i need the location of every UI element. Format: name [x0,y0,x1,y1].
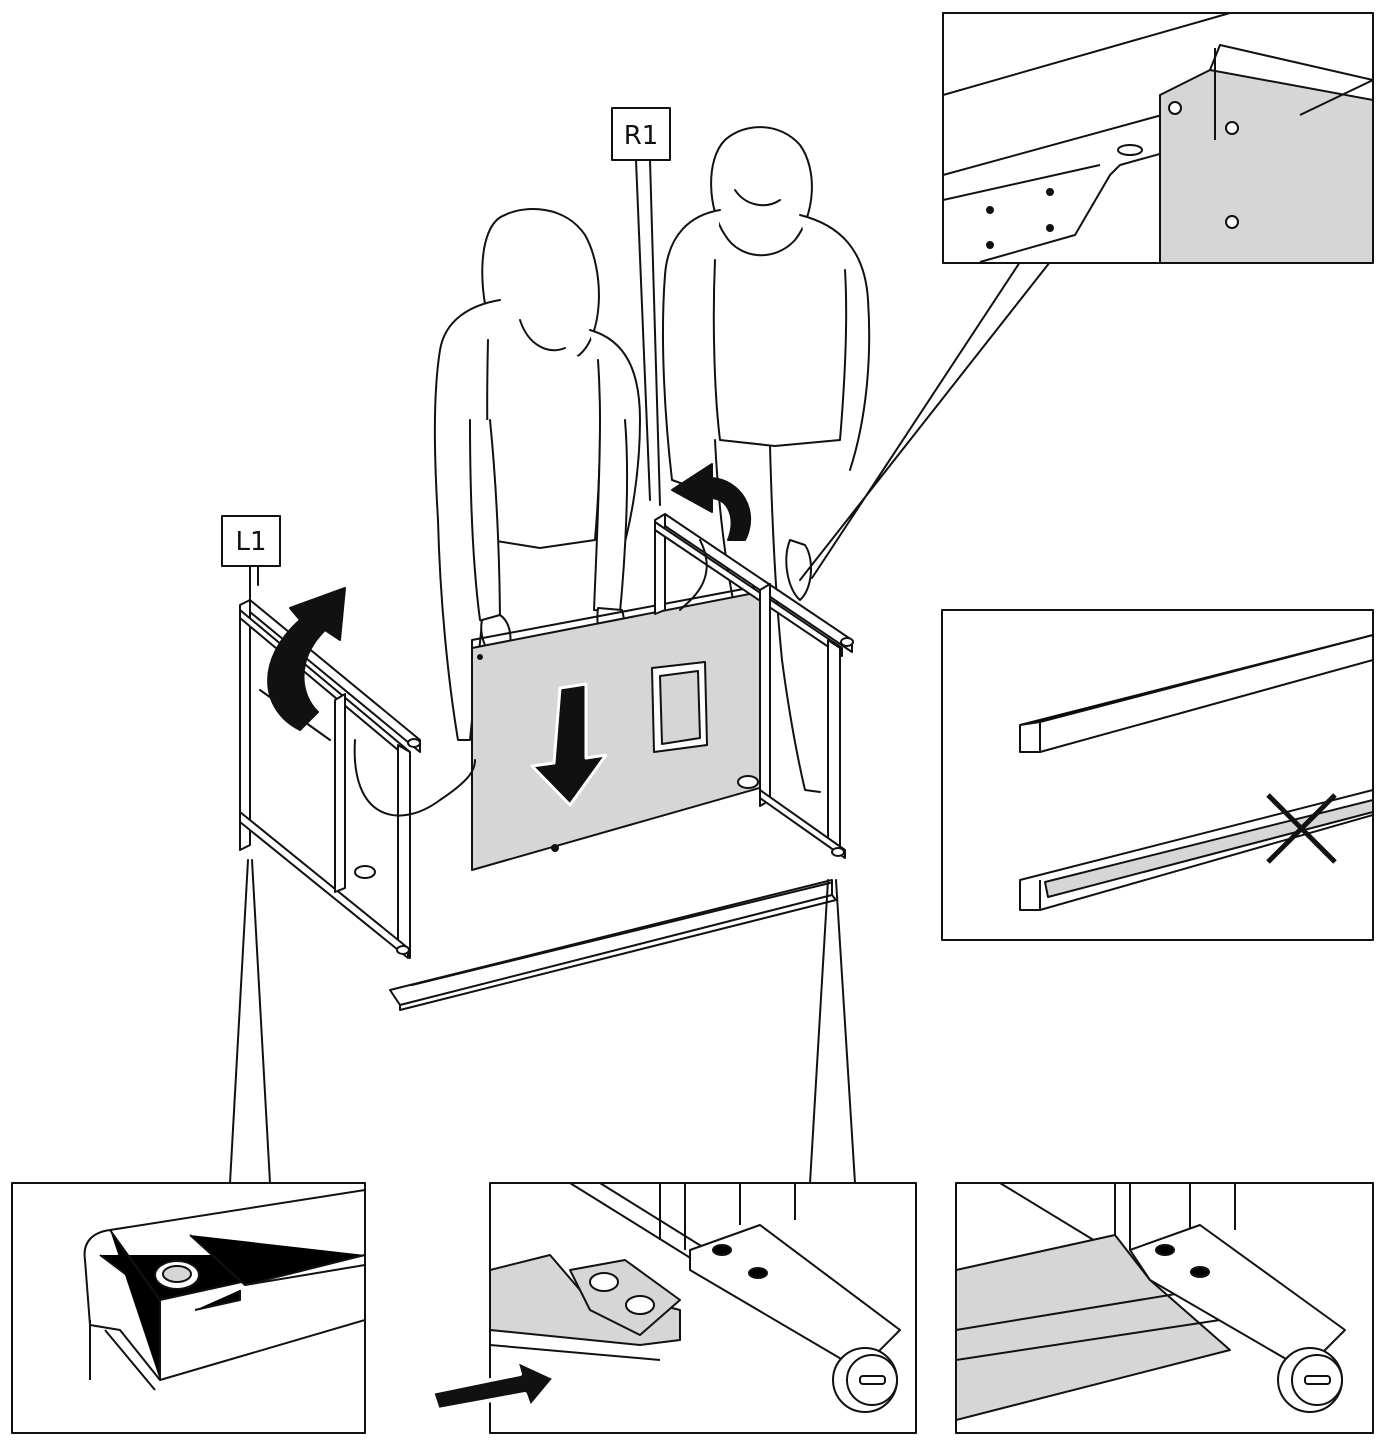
arrow-right-icon [430,1358,557,1412]
callout-line-bottom-left [229,859,271,1184]
label-l1-text: L1 [235,527,266,557]
label-r1: R1 [611,107,671,506]
curved-arrow-left-icon [671,463,752,541]
arrow-down-icon [530,682,608,807]
main-scene: L1 R1 [221,107,1051,1184]
frame-r1 [654,513,854,859]
curved-arrow-up-icon [267,587,346,731]
detail-panel-rails [941,609,1374,941]
callout-line-top-right [799,261,1051,581]
detail-panel-bottom-left [11,1182,366,1434]
label-l1: L1 [221,515,281,601]
label-r1-text: R1 [624,121,659,151]
detail-panel-top-right [942,12,1374,264]
person-left [433,208,641,741]
x-mark-icon [1266,793,1337,864]
rail-incorrect [1019,789,1373,911]
detail-panel-bottom-right [955,1182,1374,1434]
cable-right [679,539,708,611]
rail-correct [1019,634,1373,753]
callout-line-bottom-middle [809,879,856,1184]
cable-left [353,739,476,817]
frame-l1 [239,599,421,959]
detail-panel-bottom-middle [430,1182,917,1434]
